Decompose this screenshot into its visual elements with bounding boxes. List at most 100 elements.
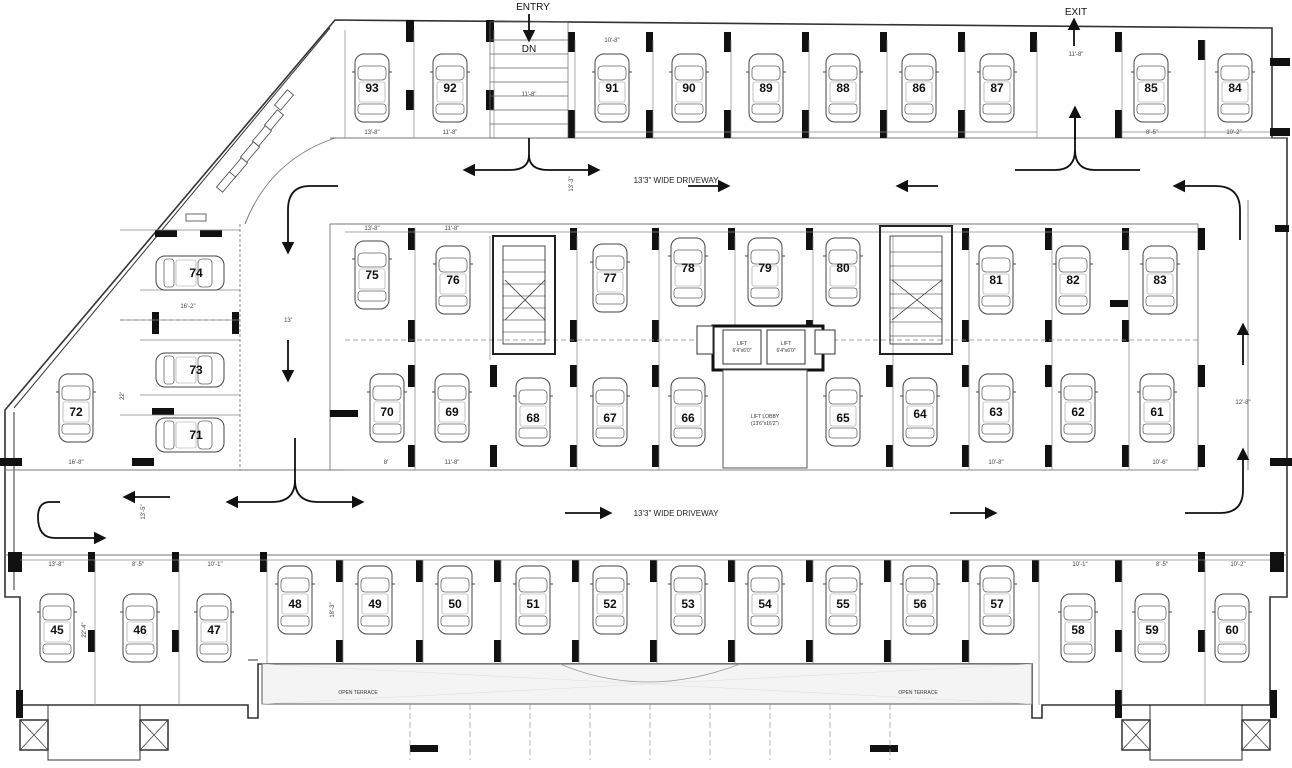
bay-number: 47 bbox=[207, 623, 221, 637]
bay-63: 63 bbox=[975, 373, 1017, 443]
bay-number: 68 bbox=[526, 411, 540, 425]
bay-number: 65 bbox=[836, 411, 850, 425]
bay-number: 67 bbox=[603, 411, 617, 425]
dim-label: 11'-8" bbox=[522, 92, 537, 98]
dim-label: 13'-8" bbox=[364, 130, 379, 136]
bay-59: 59 bbox=[1131, 593, 1173, 663]
bay-51: 51 bbox=[512, 565, 554, 635]
bay-number: 48 bbox=[288, 597, 302, 611]
dim-label: 10'-1" bbox=[207, 562, 222, 568]
bay-60: 60 bbox=[1211, 593, 1253, 663]
open-terrace-left-label: OPEN TERRACE bbox=[338, 690, 378, 696]
bay-92: 92 bbox=[429, 53, 471, 123]
traffic-arrows bbox=[37, 105, 1250, 545]
dim-label: 18'-3" bbox=[330, 602, 336, 617]
dim-label: 13'-8" bbox=[364, 226, 379, 232]
down-label: DN bbox=[522, 44, 536, 55]
dim-label: 10'-2" bbox=[1230, 562, 1245, 568]
dim-label: 11'-8" bbox=[445, 226, 460, 232]
bay-68: 68 bbox=[512, 377, 554, 447]
lift-1-size: 6'4"x6'0" bbox=[732, 348, 751, 354]
bay-number: 61 bbox=[1150, 405, 1164, 419]
bay-number: 49 bbox=[368, 597, 382, 611]
bay-number: 89 bbox=[759, 81, 773, 95]
bay-number: 58 bbox=[1071, 623, 1085, 637]
bay-75: 75 bbox=[351, 240, 393, 310]
bay-number: 64 bbox=[913, 407, 927, 421]
bay-number: 62 bbox=[1071, 405, 1085, 419]
bay-number: 84 bbox=[1228, 81, 1242, 95]
driveway-top-label: 13'3" WIDE DRIVEWAY bbox=[634, 176, 719, 185]
bay-69: 69 bbox=[431, 373, 473, 443]
bay-83: 83 bbox=[1139, 245, 1181, 315]
bay-57: 57 bbox=[976, 565, 1018, 635]
bay-87: 87 bbox=[976, 53, 1018, 123]
lift-1-label: LIFT bbox=[737, 341, 747, 347]
bay-number: 55 bbox=[836, 597, 850, 611]
lift-2-size: 6'4"x6'0" bbox=[776, 348, 795, 354]
dim-label: 22'-4" bbox=[82, 622, 88, 637]
bay-number: 76 bbox=[446, 273, 460, 287]
dim-label: 11'-8" bbox=[1069, 52, 1084, 58]
bay-70: 70 bbox=[366, 373, 408, 443]
bay-number: 59 bbox=[1145, 623, 1159, 637]
bay-81: 81 bbox=[975, 245, 1017, 315]
bay-number: 51 bbox=[526, 597, 540, 611]
dim-label: 8'-5" bbox=[132, 562, 144, 568]
bay-number: 73 bbox=[189, 363, 203, 377]
bay-93: 93 bbox=[351, 53, 393, 123]
bay-84: 84 bbox=[1214, 53, 1256, 123]
bay-number: 70 bbox=[380, 405, 394, 419]
bay-80: 80 bbox=[822, 237, 864, 307]
bay-number: 91 bbox=[605, 81, 619, 95]
dim-label: 13' bbox=[284, 318, 292, 324]
bay-58: 58 bbox=[1057, 593, 1099, 663]
bay-55: 55 bbox=[822, 565, 864, 635]
bay-49: 49 bbox=[354, 565, 396, 635]
dim-label: 12'-8" bbox=[1235, 400, 1250, 406]
bay-number: 80 bbox=[836, 261, 850, 275]
dim-label: 13'-3" bbox=[569, 176, 575, 191]
bay-number: 74 bbox=[189, 266, 203, 280]
bay-72: 72 bbox=[55, 373, 97, 443]
bay-74: 74 bbox=[155, 255, 225, 291]
bay-number: 53 bbox=[681, 597, 695, 611]
bay-91: 91 bbox=[591, 53, 633, 123]
dim-label: 13'-8" bbox=[48, 562, 63, 568]
bay-45: 45 bbox=[36, 593, 78, 663]
open-terrace-right-label: OPEN TERRACE bbox=[898, 690, 938, 696]
bay-47: 47 bbox=[193, 593, 235, 663]
bay-number: 75 bbox=[365, 268, 379, 282]
stair-core-right bbox=[879, 225, 953, 355]
bay-number: 86 bbox=[912, 81, 926, 95]
bay-number: 63 bbox=[989, 405, 1003, 419]
bay-number: 50 bbox=[448, 597, 462, 611]
dim-label: 16'-8" bbox=[68, 460, 83, 466]
bay-number: 90 bbox=[682, 81, 696, 95]
bay-86: 86 bbox=[898, 53, 940, 123]
stair-core-left bbox=[492, 235, 556, 355]
bay-79: 79 bbox=[744, 237, 786, 307]
bay-number: 82 bbox=[1066, 273, 1080, 287]
driveway-edges bbox=[5, 137, 1287, 556]
dim-label: 16'-2" bbox=[180, 304, 195, 310]
bay-number: 46 bbox=[133, 623, 147, 637]
two-wheeler-parking bbox=[185, 89, 295, 222]
bay-88: 88 bbox=[822, 53, 864, 123]
bay-90: 90 bbox=[668, 53, 710, 123]
lift-lobby-size: (13'6"x16'2") bbox=[751, 421, 779, 427]
lift-2-label: LIFT bbox=[781, 341, 791, 347]
dim-label: 10'-1" bbox=[1072, 562, 1087, 568]
bay-71: 71 bbox=[155, 417, 225, 453]
bay-number: 78 bbox=[681, 261, 695, 275]
bay-number: 92 bbox=[443, 81, 457, 95]
bay-48: 48 bbox=[274, 565, 316, 635]
bay-54: 54 bbox=[744, 565, 786, 635]
bay-62: 62 bbox=[1057, 373, 1099, 443]
bay-65: 65 bbox=[822, 377, 864, 447]
bay-number: 77 bbox=[603, 271, 617, 285]
bay-73: 73 bbox=[155, 352, 225, 388]
bay-53: 53 bbox=[667, 565, 709, 635]
bay-number: 72 bbox=[69, 405, 83, 419]
